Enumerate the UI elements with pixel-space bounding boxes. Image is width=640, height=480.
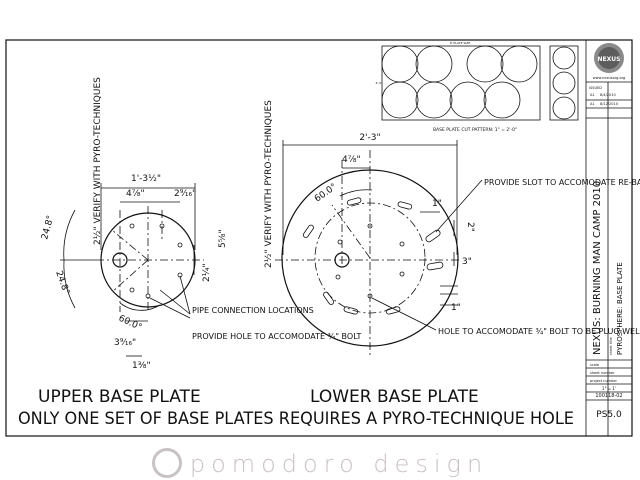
watermark-text: pomodoro design (189, 450, 489, 478)
rebar-slot (397, 201, 413, 210)
issue-rev: A1 (590, 93, 595, 97)
nexus-logo: NEXUS (594, 43, 624, 73)
project-number: 100118-02 (595, 393, 622, 399)
cut-pattern-large-plate (415, 81, 453, 119)
upper-note-hole: PROVIDE HOLE TO ACCOMODATE ¾" BOLT (192, 332, 362, 341)
lower-dim-width: 2'-3" (359, 133, 380, 143)
issue-date: 8/4/2010 (600, 93, 616, 97)
rebar-slot (385, 306, 401, 315)
issue-date: 8/12/2010 (600, 102, 618, 106)
rebar-slot (302, 224, 314, 238)
note-pipe-line: PIPE CONNECTION LOCATIONS (192, 306, 314, 315)
cut-pattern-sheet (381, 45, 541, 121)
lower-dim-3: 3" (462, 257, 472, 267)
upper-dim-a: 4⅞" (126, 189, 145, 199)
cut-pattern-title: BASE PLATE CUT PATTERN: 1" = 2'-0" (433, 127, 517, 133)
rebar-slot (346, 197, 362, 206)
upper-verify-note: 2½" VERIFY WITH PYRO-TECHNIQUES (93, 77, 103, 245)
watermark-logo-icon (151, 448, 182, 478)
lower-dim-2: 2" (465, 222, 475, 232)
upper-angle-mid: 24.8° (53, 270, 71, 296)
upper-angle-bottom: 60.0° (117, 314, 143, 333)
upper-note-pipe: PIPE CONNECTION LOCATIONS (192, 306, 314, 315)
scale-value: 1" = 1' (602, 386, 616, 391)
rebar-slot (426, 261, 444, 271)
cut-pattern-small-plate (552, 96, 576, 120)
bolt-hole (129, 223, 135, 229)
rebar-slot (425, 229, 441, 243)
upper-dim-2-1-4: 2¼" (202, 263, 212, 282)
lower-plate-label: LOWER BASE PLATE (310, 387, 479, 407)
cut-pattern-dim-side: 4'-0" (375, 81, 383, 85)
upper-dim-width: 1'-3½" (131, 174, 161, 184)
bolt-hole (337, 239, 343, 245)
bolt-hole (335, 274, 341, 280)
sheet-title-small: sheet title (609, 337, 613, 355)
cut-pattern-large-plate (381, 81, 419, 119)
upper-dim-3-9-16: 3⁹⁄₁₆" (114, 338, 136, 348)
bolt-hole (367, 223, 373, 229)
lower-dim-4-7-8: 4⅞" (342, 155, 361, 165)
lower-verify-note: 2½" VERIFY WITH PYRO-TECHNIQUES (264, 100, 274, 268)
watermark: pomodoro design (0, 448, 640, 480)
issued-label: ISSUED (589, 86, 602, 90)
cut-pattern-small-plate (552, 46, 576, 70)
issue-rev: A1 (590, 102, 595, 106)
upper-angle-top: 24.8° (40, 214, 56, 240)
logo-text: NEXUS (598, 56, 621, 63)
scale-label: scale (590, 363, 599, 367)
cut-pattern-small-plate (552, 71, 576, 95)
lower-note-slot: PROVIDE SLOT TO ACCOMODATE RE-BAR (484, 178, 640, 187)
sheet-border (5, 39, 633, 437)
cut-pattern-large-plate (500, 45, 538, 83)
project-title: NEXUS: BURNING MAN CAMP 2010 (592, 181, 603, 355)
cut-pattern-dim-top: 8' PLATE SIZE (450, 41, 471, 45)
cut-pattern-large-plate (466, 45, 504, 83)
upper-dim-b: 2⁹⁄₁₆" (174, 189, 196, 199)
rebar-slot (323, 291, 335, 305)
bolt-hole (399, 241, 405, 247)
sheet-number: PS5.0 (596, 410, 622, 420)
rebar-slot (343, 306, 359, 315)
sheet-number-label: sheet number (590, 371, 615, 375)
upper-base-plate: 2½" VERIFY WITH PYRO-TECHNIQUES 1'-3½" 4… (40, 77, 361, 371)
lower-note-hole: HOLE TO ACCOMODATE ¾" BOLT TO BE PLUG WE… (438, 327, 640, 336)
cut-pattern: 8' PLATE SIZE 4'-0" BASE PLATE CUT PATTE… (375, 41, 579, 133)
lower-dim-1: 1" (432, 199, 442, 209)
cut-pattern-large-plate (483, 81, 521, 119)
cut-pattern-large-plate (449, 81, 487, 119)
sheet-title: PYROSPHERE: BASE PLATE (616, 262, 624, 355)
bolt-hole (177, 242, 183, 248)
cut-pattern-large-plate (381, 45, 419, 83)
lower-dim-1b: 1" (451, 303, 461, 313)
upper-plate-label: UPPER BASE PLATE (38, 387, 201, 407)
bolt-hole (399, 271, 405, 277)
upper-dim-5-8: 5⅝" (218, 229, 228, 248)
upper-dim-1-3-8: 1⅜" (132, 361, 151, 371)
cut-pattern-small-sheet (549, 45, 579, 121)
note-hole-line: PROVIDE HOLE TO ACCOMODATE ¾" BOLT (192, 332, 362, 341)
website-text: www.nexusorg.org (593, 76, 625, 80)
bolt-hole (129, 287, 135, 293)
lower-angle: 60.0° (313, 182, 339, 204)
project-number-label: project number (590, 379, 617, 383)
bottom-note: ONLY ONE SET OF BASE PLATES REQUIRES A P… (18, 409, 574, 429)
cut-pattern-large-plate (415, 45, 453, 83)
lower-base-plate: 2½" VERIFY WITH PYRO-TECHNIQUES 2'-3" 4⅞… (264, 100, 640, 355)
title-block: NEXUS www.nexusorg.org ISSUED A1 8/4/201… (585, 40, 632, 436)
